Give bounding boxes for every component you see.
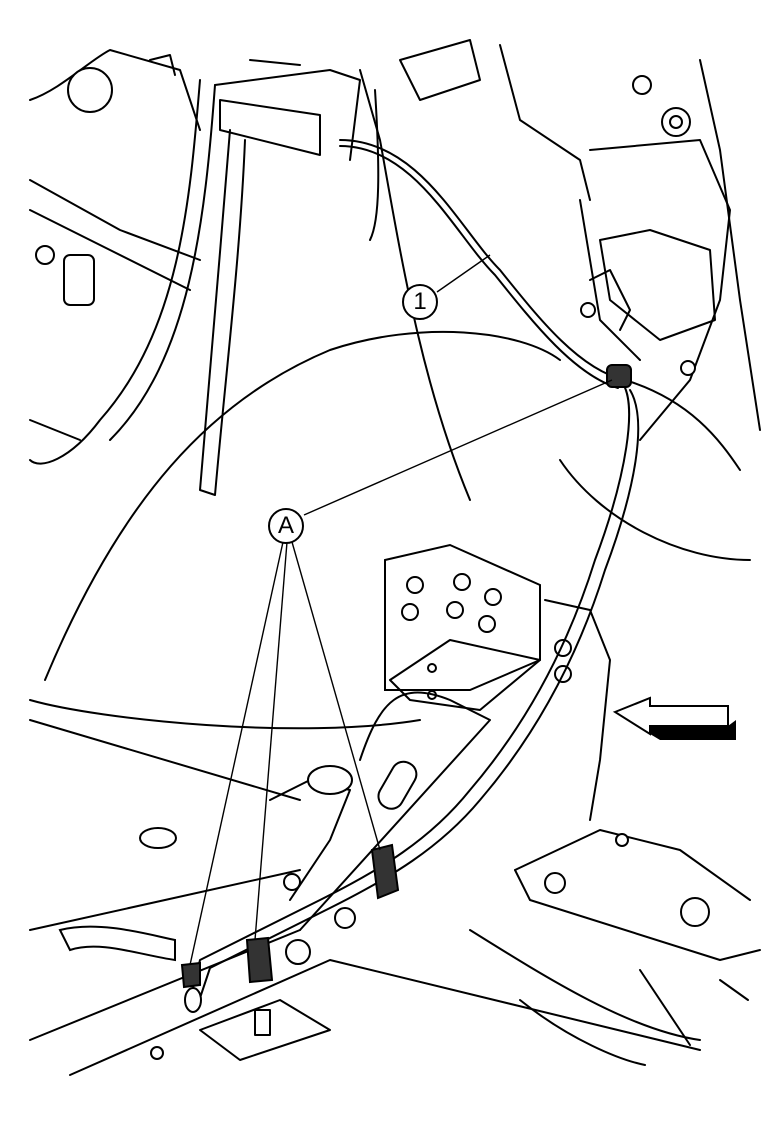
vehicle-body bbox=[29, 39, 761, 1076]
callout-a-label: A bbox=[277, 512, 294, 539]
callout-a: A bbox=[268, 508, 304, 544]
cable bbox=[184, 139, 741, 1013]
clip-1 bbox=[370, 843, 400, 900]
callout-1-label: 1 bbox=[413, 288, 427, 315]
clips bbox=[180, 364, 632, 989]
front-direction-arrow-icon bbox=[612, 696, 736, 740]
leader-lines bbox=[189, 254, 613, 966]
callout-1: 1 bbox=[402, 284, 438, 320]
clip-2 bbox=[245, 936, 274, 984]
clip-3 bbox=[180, 961, 201, 989]
clip-upper bbox=[606, 364, 632, 388]
